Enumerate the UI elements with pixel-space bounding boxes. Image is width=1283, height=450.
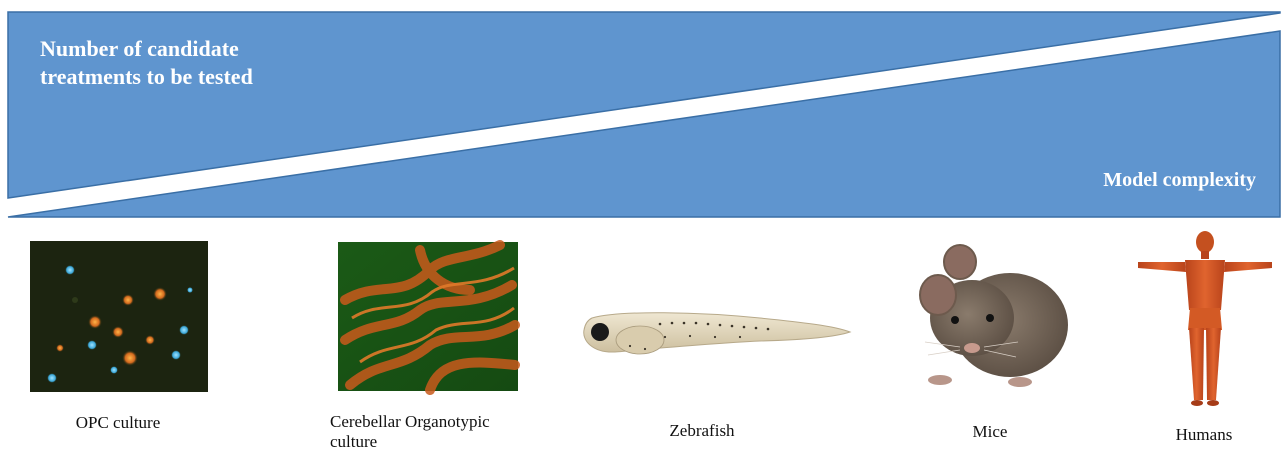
model-captions: OPC culture Cerebellar Organotypic cultu… (76, 412, 1233, 450)
zebrafish-larva (584, 313, 850, 354)
opc-culture-micrograph (30, 241, 208, 392)
model-complexity-label: Model complexity (1103, 169, 1256, 191)
human-anatomy-figure (1138, 231, 1272, 406)
caption-opc-culture: OPC culture (76, 413, 161, 432)
caption-mice: Mice (973, 422, 1008, 441)
caption-cerebellar-organotypic: Cerebellar Organotypic culture (330, 412, 494, 450)
mouse (920, 245, 1068, 387)
wedge-diagram: Number of candidate treatments to be tes… (8, 12, 1280, 217)
caption-zebrafish: Zebrafish (669, 421, 735, 440)
caption-humans: Humans (1176, 425, 1233, 444)
cerebellar-slice-micrograph (338, 242, 518, 391)
